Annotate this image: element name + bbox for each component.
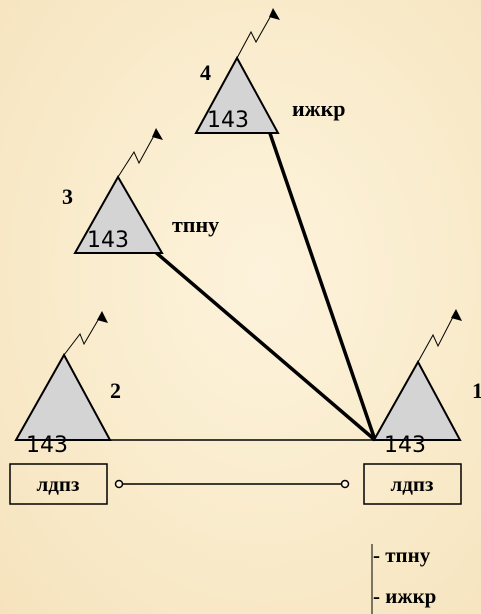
left-box-frame [9, 463, 108, 505]
right-box-frame [363, 463, 462, 505]
station-3-number: 3 [62, 184, 73, 209]
station-3-code: 143 [87, 228, 129, 253]
legend-item-1: - тпну [373, 543, 431, 567]
station-3-triangle [73, 174, 164, 254]
station-3-antenna-tip [152, 128, 163, 140]
station-1-code: 143 [384, 433, 426, 458]
station-2-code: 143 [26, 433, 68, 458]
connector-right-node [340, 479, 350, 489]
station-4-label: ижкр [292, 96, 346, 121]
station-2-antenna-tip [97, 311, 108, 323]
station-2-number: 2 [110, 378, 121, 403]
station-3: 3 143 тпну [62, 128, 219, 254]
station-2-antenna-icon [63, 314, 102, 356]
station-4-code: 143 [207, 108, 249, 133]
station-1-antenna-icon [417, 312, 456, 363]
station-4-antenna-icon [236, 11, 274, 59]
station-4-number: 4 [200, 60, 211, 85]
station-3-label: тпну [172, 212, 219, 237]
station-1: 1 143 [372, 309, 481, 458]
station-2: 2 143 [14, 311, 121, 458]
left-box: лдпз [9, 463, 108, 505]
station-3-antenna-icon [117, 131, 157, 178]
station-1-antenna-tip [451, 309, 462, 321]
box-connector [114, 479, 350, 489]
link-4-to-1 [260, 109, 377, 441]
left-box-label: лдпз [37, 472, 80, 496]
link-3-to-1 [151, 248, 377, 442]
connector-left-node [114, 479, 124, 489]
legend: - тпну - ижкр [371, 543, 436, 614]
station-1-triangle [372, 359, 462, 441]
right-box: лдпз [363, 463, 462, 505]
station-4-antenna-tip [269, 8, 280, 20]
station-4: 4 143 ижкр [194, 8, 346, 134]
station-4-triangle [194, 55, 280, 134]
right-box-label: лдпз [391, 472, 434, 496]
legend-item-2: - ижкр [373, 584, 436, 608]
station-1-number: 1 [472, 378, 481, 403]
station-2-triangle [14, 352, 112, 441]
